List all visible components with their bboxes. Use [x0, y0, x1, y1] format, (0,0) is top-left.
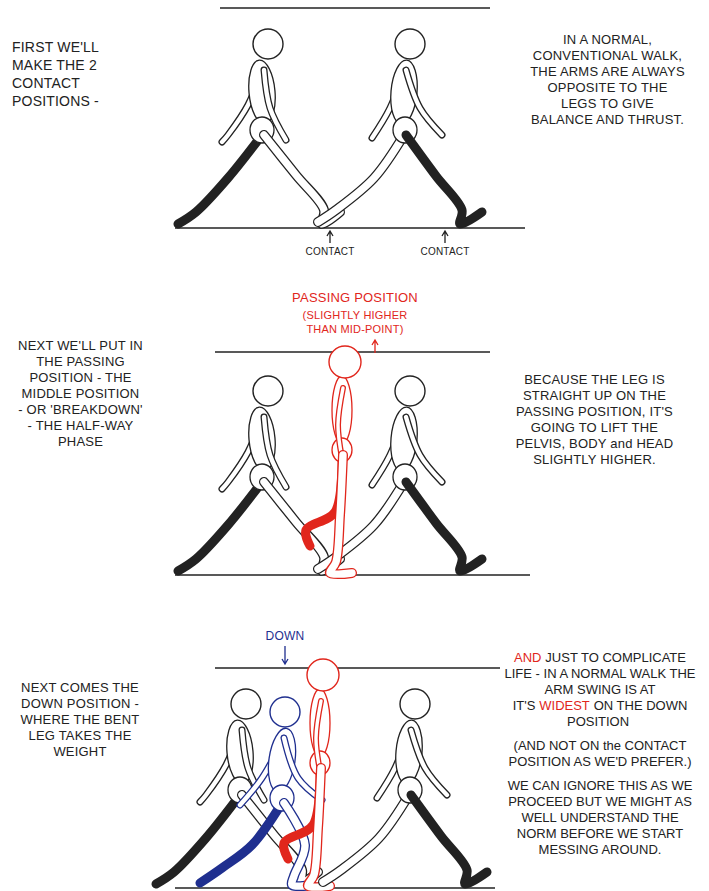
limb-fill [411, 730, 447, 795]
guide-line [215, 667, 500, 668]
note-paragraph: ANDJUST TO COMPLICATE LIFE - IN A NORMAL… [500, 650, 700, 730]
walking-figure [156, 689, 318, 884]
head [253, 376, 283, 406]
walking-figure [178, 29, 340, 224]
filled-limb [178, 135, 262, 224]
limb-fill [330, 455, 352, 574]
limb-outline [264, 70, 286, 140]
limb-outline [406, 70, 442, 135]
limb-fill [318, 135, 404, 222]
side-note: IN A NORMAL, CONVENTIONAL WALK, THE ARMS… [530, 32, 685, 128]
limb-fill [323, 795, 409, 882]
guide-line [220, 7, 490, 8]
limb-outline [406, 417, 442, 482]
pointer-arrow [282, 646, 288, 664]
note-aside: (AND NOT ON the CONTACT POSITION AS WE'D… [500, 738, 700, 770]
head [270, 697, 300, 727]
pointer-arrow [327, 231, 333, 243]
limb-outline [316, 701, 321, 771]
walking-figure [178, 376, 340, 571]
limb-fill [318, 482, 404, 569]
emphasis-word: WIDEST [539, 698, 590, 713]
head [231, 689, 261, 719]
head [307, 659, 339, 691]
filled-limb [156, 795, 240, 884]
note-column: ANDJUST TO COMPLICATE LIFE - IN A NORMAL… [500, 650, 700, 858]
note-text: WE CAN IGNORE THIS AS WE PROCEED BUT WE … [500, 778, 700, 858]
walking-figure [318, 29, 482, 224]
head [253, 29, 283, 59]
filled-limb [178, 482, 262, 571]
limb-fill [406, 417, 442, 482]
walking-figure [284, 659, 339, 887]
pointer-arrow [442, 231, 448, 243]
limb-outline [318, 482, 404, 569]
filled-limb [411, 795, 487, 884]
step-note: NEXT COMES THE DOWN POSITION - WHERE THE… [10, 680, 150, 760]
position-title: PASSING POSITION [280, 290, 430, 306]
limb-outline [411, 730, 447, 795]
limb-outline [264, 417, 286, 487]
emphasis-word: AND [514, 650, 541, 665]
limb-outline [330, 455, 352, 574]
limb-fill [316, 701, 321, 771]
limb-fill [264, 417, 286, 487]
filled-limb [406, 135, 482, 224]
walking-figure [306, 346, 361, 574]
limb-outline [338, 388, 343, 458]
limb-outline [318, 135, 404, 222]
filled-limb [200, 803, 282, 883]
limb-fill [338, 388, 343, 458]
walking-figure [200, 697, 322, 886]
position-remark: (SLIGHTLY HIGHER THAN MID-POINT) [290, 308, 420, 336]
limb-outline [308, 768, 330, 887]
head [400, 689, 430, 719]
position-label: CONTACT [410, 246, 480, 258]
step-note: NEXT WE'LL PUT IN THE PASSING POSITION -… [18, 338, 143, 450]
position-label: CONTACT [295, 246, 365, 258]
head [329, 346, 361, 378]
position-title: DOWN [255, 628, 315, 644]
limb-fill [308, 768, 330, 887]
filled-limb [406, 482, 482, 571]
side-note: BECAUSE THE LEG IS STRAIGHT UP ON THE PA… [512, 372, 677, 468]
guide-line [175, 887, 495, 888]
guide-line [175, 227, 525, 228]
step-note: FIRST WE'LL MAKE THE 2 CONTACT POSITIONS… [12, 38, 137, 110]
head [395, 376, 425, 406]
head [395, 29, 425, 59]
limb-outline [323, 795, 409, 882]
walking-figure [323, 689, 487, 884]
pointer-arrow [372, 340, 378, 353]
limb-fill [406, 70, 442, 135]
limb-fill [264, 70, 286, 140]
